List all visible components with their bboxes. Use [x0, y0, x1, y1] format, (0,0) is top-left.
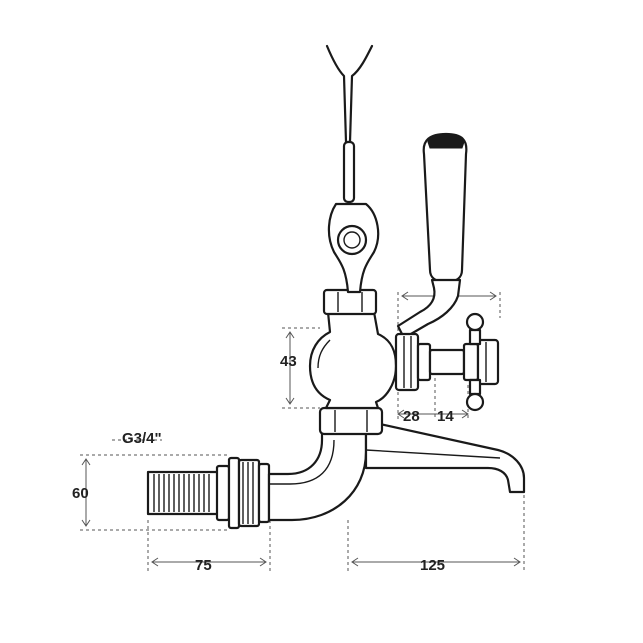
dim-label-thread-size: G3/4"	[122, 430, 162, 447]
crosshead-bottom-knob-icon	[465, 392, 485, 412]
crosshead-top-knob-icon	[465, 312, 485, 332]
crosshead-valve	[394, 312, 500, 412]
dim-label-valve-height: 43	[280, 353, 297, 370]
lever-ring-icon	[336, 224, 368, 256]
dim-label-spout-reach: 125	[420, 557, 445, 574]
dim-label-tail-length: 75	[195, 557, 212, 574]
elbow-body	[267, 430, 368, 522]
dim-label-head-offset-b: 14	[437, 408, 454, 425]
popup-lever	[325, 44, 380, 294]
extension-lines	[80, 292, 525, 572]
threaded-tail	[146, 470, 220, 516]
lever-handle	[396, 132, 468, 340]
spout	[364, 422, 526, 494]
dim-label-head-offset-a: 28	[403, 408, 420, 425]
valve-body	[308, 310, 398, 410]
dimension-lines	[81, 291, 521, 567]
lower-collar-nut	[318, 406, 384, 436]
upper-hex-nut	[322, 288, 378, 316]
backnut-flange	[215, 456, 271, 530]
dim-label-body-height: 60	[72, 485, 89, 502]
